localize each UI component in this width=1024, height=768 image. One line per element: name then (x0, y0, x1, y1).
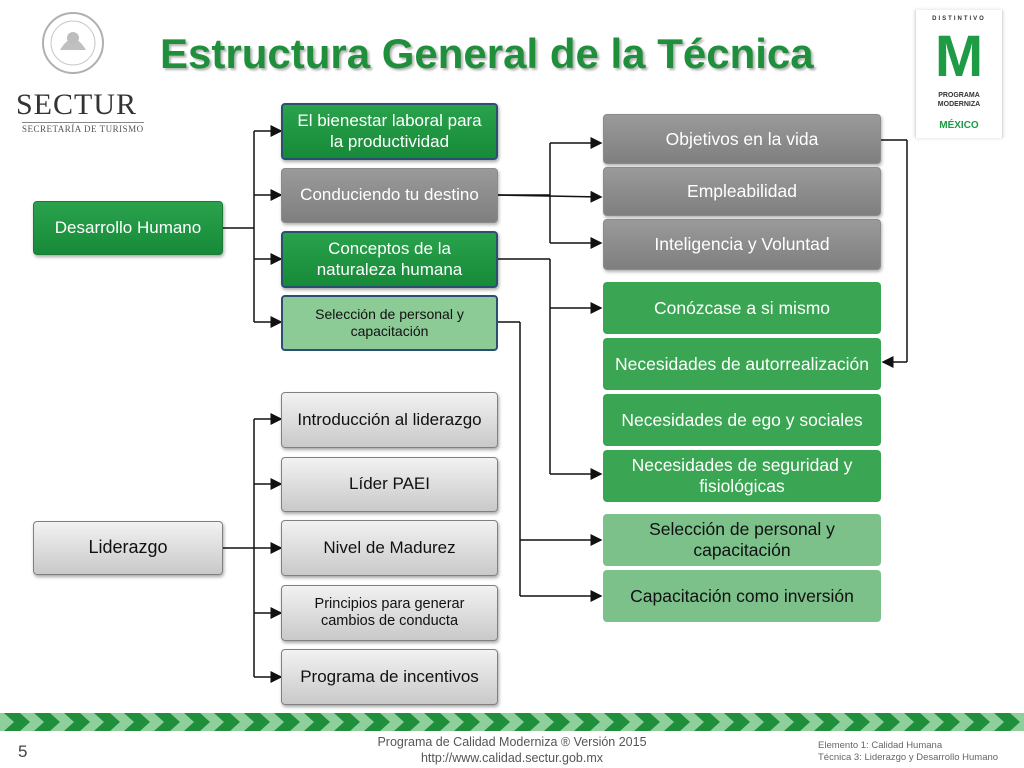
node-autorrealizacion: Necesidades de autorrealización (603, 338, 881, 390)
node-conduciendo-destino: Conduciendo tu destino (281, 168, 498, 223)
footer-technique-line: Técnica 3: Liderazgo y Desarrollo Humano (818, 752, 999, 763)
seal-emblem (40, 10, 106, 76)
root-desarrollo-humano: Desarrollo Humano (33, 201, 223, 255)
footer-program-line: Programa de Calidad Moderniza ® Versión … (377, 735, 647, 749)
node-principios-cambios: Principios para generar cambios de condu… (281, 585, 498, 641)
node-nivel-madurez: Nivel de Madurez (281, 520, 498, 576)
node-seleccion-personal: Selección de personal y capacitación (281, 295, 498, 351)
decorative-chevron-band (0, 713, 1024, 731)
m-icon: M (934, 24, 984, 89)
node-seguridad-fisiologicas: Necesidades de seguridad y fisiológicas (603, 450, 881, 502)
sectur-logo-text: SECTUR (16, 88, 138, 121)
node-conozcase: Conózcase a si mismo (603, 282, 881, 334)
node-introduccion-liderazgo: Introducción al liderazgo (281, 392, 498, 448)
node-bienestar-laboral: El bienestar laboral para la productivid… (281, 103, 498, 160)
node-programa-incentivos: Programa de incentivos (281, 649, 498, 705)
node-capacitacion-inversion: Capacitación como inversión (603, 570, 881, 622)
node-seleccion-capacitacion: Selección de personal y capacitación (603, 514, 881, 566)
node-inteligencia-voluntad: Inteligencia y Voluntad (603, 219, 881, 270)
footer-url: http://www.calidad.sectur.gob.mx (420, 751, 604, 765)
node-objetivos-vida: Objetivos en la vida (603, 114, 881, 164)
node-empleabilidad: Empleabilidad (603, 167, 881, 216)
footer-element-line: Elemento 1: Calidad Humana (818, 740, 943, 751)
page-title: Estructura General de la Técnica (160, 30, 814, 77)
node-lider-paei: Líder PAEI (281, 457, 498, 512)
sectur-logo-subtitle: SECRETARÍA DE TURISMO (22, 122, 144, 134)
page-number: 5 (18, 742, 28, 761)
distintivo-m-logo: DISTINTIVO M PROGRAMA MODERNIZA MÉXICO (915, 10, 1003, 138)
root-liderazgo: Liderazgo (33, 521, 223, 575)
node-ego-sociales: Necesidades de ego y sociales (603, 394, 881, 446)
node-conceptos-naturaleza: Conceptos de la naturaleza humana (281, 231, 498, 288)
